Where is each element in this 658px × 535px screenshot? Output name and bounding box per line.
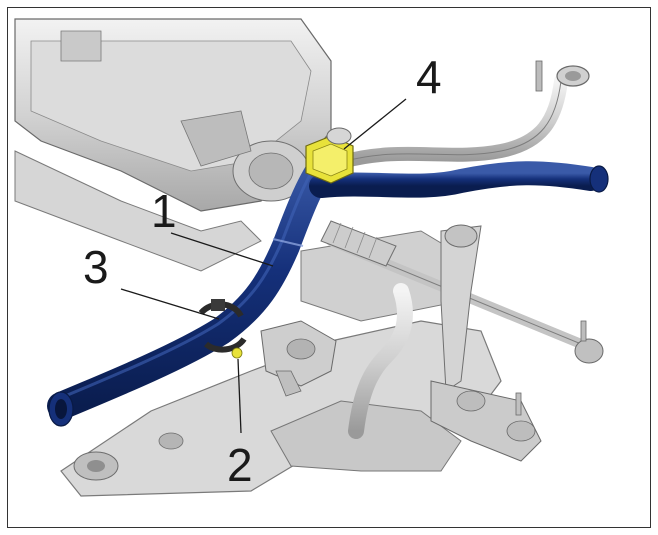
exploded-view-illustration: 1 2 3 4 <box>14 18 609 497</box>
leader-4 <box>343 98 407 150</box>
callout-labels: 1 2 3 4 <box>83 51 442 491</box>
callout-1: 1 <box>151 185 177 237</box>
leader-3 <box>120 288 220 320</box>
subframe <box>60 230 502 497</box>
control-arm <box>430 224 542 462</box>
coolant-hose <box>47 147 609 427</box>
steering-rack <box>14 18 332 272</box>
retaining-clip <box>231 347 243 359</box>
hose-clamp <box>198 299 247 353</box>
diagram-frame: 1 2 3 4 <box>7 7 651 528</box>
callout-4: 4 <box>416 51 442 103</box>
callout-3: 3 <box>83 241 109 293</box>
callout-leaders <box>120 98 407 434</box>
mounting-bracket <box>260 320 337 397</box>
lower-pipe <box>348 283 413 439</box>
quick-connector <box>305 127 354 184</box>
callout-2: 2 <box>227 439 253 491</box>
leader-2 <box>237 358 242 434</box>
upper-pipe <box>339 60 590 168</box>
leader-1 <box>170 232 274 267</box>
